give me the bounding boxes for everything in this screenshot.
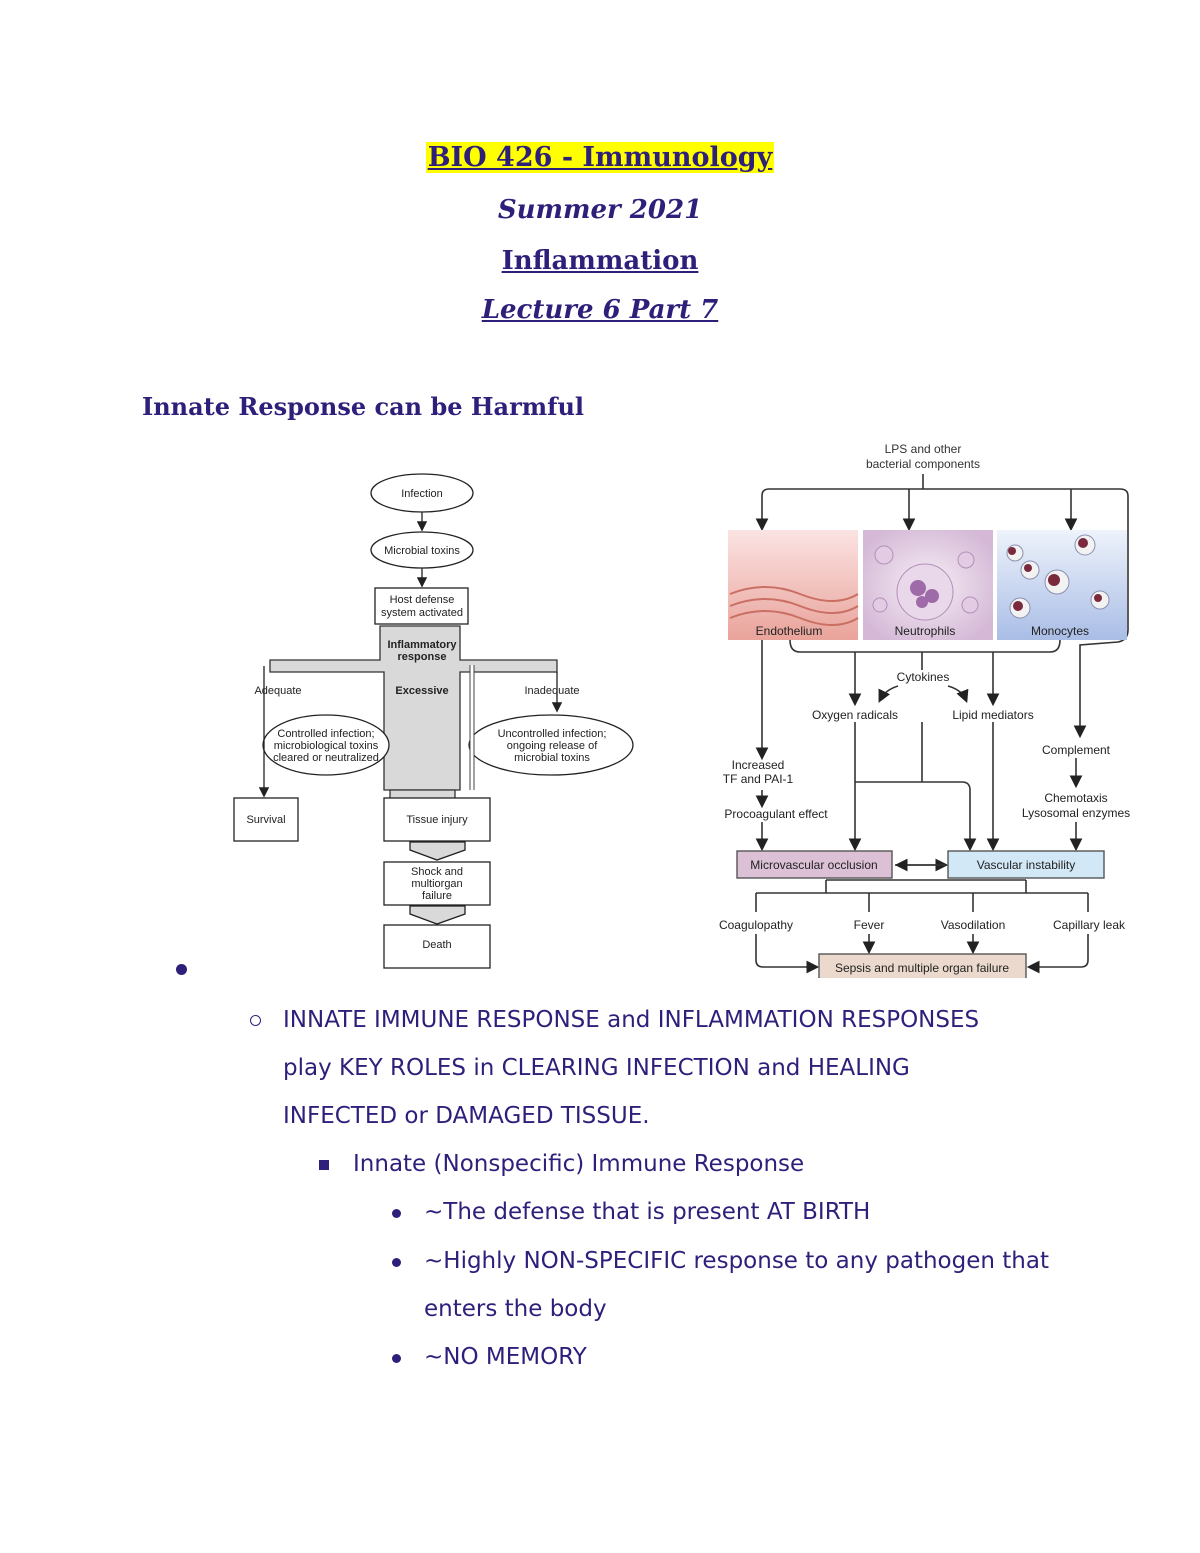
lf-controlled-2: microbiological toxins bbox=[274, 740, 379, 752]
left-flowchart: Infection Microbial toxins Host defense … bbox=[233, 473, 634, 969]
rf-coag: Coagulopathy bbox=[719, 918, 793, 932]
lf-shock-3: failure bbox=[422, 890, 452, 902]
dot-bullet-icon bbox=[392, 1354, 401, 1363]
lf-tissue-injury: Tissue injury bbox=[406, 814, 468, 826]
lf-inflam-1: Inflammatory bbox=[387, 639, 457, 651]
rf-cytokines: Cytokines bbox=[897, 670, 950, 684]
main-bullet-line-3: INFECTED or DAMAGED TISSUE. bbox=[283, 1103, 650, 1129]
main-bullet-line-2: play KEY ROLES in CLEARING INFECTION and… bbox=[283, 1055, 910, 1081]
rf-endothelium: Endothelium bbox=[756, 624, 823, 638]
sub-bullet: Innate (Nonspecific) Immune Response bbox=[353, 1151, 805, 1177]
lf-infection: Infection bbox=[401, 488, 443, 500]
lf-uncontrolled-3: microbial toxins bbox=[514, 752, 590, 764]
vascular-box bbox=[947, 850, 1105, 879]
section-heading: Innate Response can be Harmful bbox=[142, 392, 585, 421]
item-3: ~NO MEMORY bbox=[424, 1344, 587, 1370]
lf-shock-2: multiorgan bbox=[411, 878, 462, 890]
rf-micro: Microvascular occlusion bbox=[750, 858, 877, 872]
lf-host-2: system activated bbox=[381, 607, 463, 619]
lf-inadequate: Inadequate bbox=[524, 685, 579, 697]
square-bullet-icon bbox=[319, 1160, 329, 1170]
item-2-line-2: enters the body bbox=[424, 1296, 607, 1322]
topic: Inflammation bbox=[501, 246, 699, 276]
lf-adequate: Adequate bbox=[254, 685, 301, 697]
micro-box bbox=[736, 850, 893, 879]
right-flowchart: LPS and other bacterial components Endot… bbox=[719, 442, 1130, 978]
lf-survival: Survival bbox=[246, 814, 285, 826]
lf-inflam-2: response bbox=[398, 651, 447, 663]
main-bullet-line-1: INNATE IMMUNE RESPONSE and INFLAMMATION … bbox=[283, 1007, 980, 1033]
lf-controlled-1: Controlled infection; bbox=[277, 728, 374, 740]
rf-procoag: Procoagulant effect bbox=[724, 807, 828, 821]
term: Summer 2021 bbox=[497, 195, 703, 225]
rf-chemo-1: Chemotaxis bbox=[1044, 791, 1107, 805]
hollow-bullet-icon bbox=[250, 1015, 261, 1026]
rf-lps-1: LPS and other bbox=[885, 442, 962, 456]
rf-oxygen: Oxygen radicals bbox=[812, 708, 898, 722]
rf-chemo-2: Lysosomal enzymes bbox=[1022, 806, 1130, 820]
item-1: ~The defense that is present AT BIRTH bbox=[424, 1199, 871, 1225]
lf-uncontrolled-2: ongoing release of bbox=[507, 740, 598, 752]
endothelium-image bbox=[728, 530, 858, 640]
dot-bullet-icon bbox=[392, 1209, 401, 1218]
rf-fever: Fever bbox=[854, 918, 885, 932]
empty-bullet bbox=[176, 964, 187, 975]
rf-vascular: Vascular instability bbox=[977, 858, 1075, 872]
rf-sepsis: Sepsis and multiple organ failure bbox=[835, 961, 1009, 975]
rf-increased-1: Increased bbox=[732, 758, 785, 772]
lf-host-1: Host defense bbox=[390, 594, 455, 606]
rf-lipid: Lipid mediators bbox=[952, 708, 1033, 722]
lf-death: Death bbox=[422, 939, 451, 951]
rf-vasodil: Vasodilation bbox=[941, 918, 1006, 932]
sepsis-box bbox=[818, 953, 1027, 978]
lf-controlled-3: cleared or neutralized bbox=[273, 752, 379, 764]
lecture: Lecture 6 Part 7 bbox=[481, 295, 719, 325]
lf-excessive: Excessive bbox=[395, 685, 448, 697]
item-2-line-1: ~Highly NON-SPECIFIC response to any pat… bbox=[424, 1248, 1049, 1274]
course-title: BIO 426 - Immunology bbox=[425, 142, 775, 173]
rf-lps-2: bacterial components bbox=[866, 457, 980, 471]
rf-increased-2: TF and PAI-1 bbox=[723, 772, 794, 786]
rf-monocytes: Monocytes bbox=[1031, 624, 1089, 638]
rf-capleak: Capillary leak bbox=[1053, 918, 1126, 932]
lf-uncontrolled-1: Uncontrolled infection; bbox=[498, 728, 607, 740]
lf-toxins: Microbial toxins bbox=[384, 545, 460, 557]
rf-complement: Complement bbox=[1042, 743, 1111, 757]
rf-neutrophils: Neutrophils bbox=[895, 624, 956, 638]
dot-bullet-icon bbox=[392, 1258, 401, 1267]
lf-shock-1: Shock and bbox=[411, 866, 463, 878]
